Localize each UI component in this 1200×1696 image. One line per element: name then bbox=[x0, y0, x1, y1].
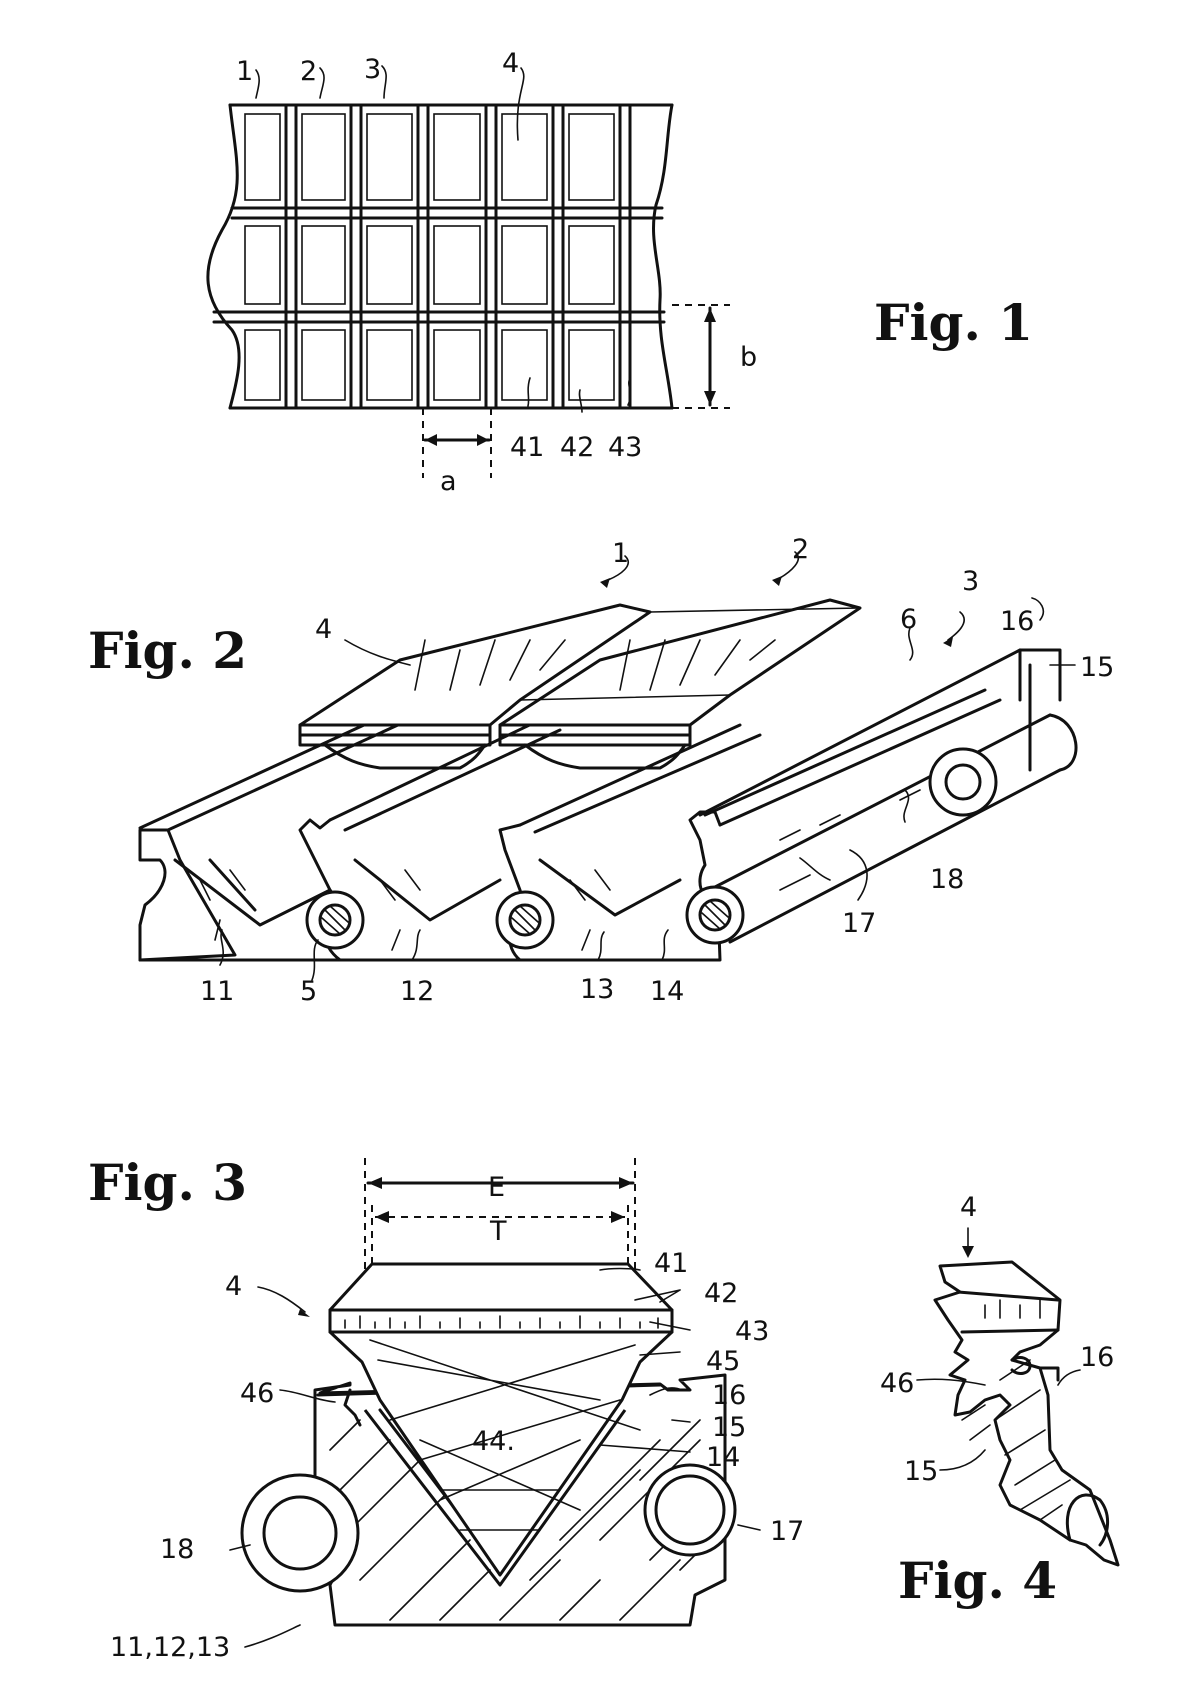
fig2-label-4: 4 bbox=[315, 614, 332, 645]
fig1-label-3: 3 bbox=[364, 54, 381, 85]
fig2-label-16: 16 bbox=[1000, 606, 1034, 637]
fig1-label-2: 2 bbox=[300, 56, 317, 87]
fig4-detail-section bbox=[916, 1227, 1120, 1567]
fig4-label-16: 16 bbox=[1080, 1342, 1114, 1373]
fig3-label-18: 18 bbox=[160, 1534, 194, 1565]
fig3-title: Fig. 3 bbox=[88, 1153, 247, 1212]
fig1-label-41: 41 bbox=[510, 432, 544, 463]
fig2-label-11: 11 bbox=[200, 976, 234, 1007]
fig3-label-46: 46 bbox=[240, 1378, 274, 1409]
fig2-label-18: 18 bbox=[930, 864, 964, 895]
fig1-label-42: 42 bbox=[560, 432, 594, 463]
fig1-label-b: b bbox=[740, 342, 757, 373]
fig3-label-45: 45 bbox=[706, 1346, 740, 1377]
fig3-label-E: E bbox=[488, 1172, 505, 1203]
fig3-label-15: 15 bbox=[712, 1412, 746, 1443]
fig2-label-17: 17 bbox=[842, 908, 876, 939]
fig3-label-T: T bbox=[489, 1216, 507, 1247]
fig3-label-4: 4 bbox=[225, 1271, 242, 1302]
fig2-label-12: 12 bbox=[400, 976, 434, 1007]
fig1-grid-drawing bbox=[206, 65, 730, 478]
fig2-label-15: 15 bbox=[1080, 652, 1114, 683]
fig2-label-2: 2 bbox=[792, 534, 809, 565]
fig3-label-16: 16 bbox=[712, 1380, 746, 1411]
fig4-label-46: 46 bbox=[880, 1368, 914, 1399]
fig3-label-17: 17 bbox=[770, 1516, 804, 1547]
fig2-label-13: 13 bbox=[580, 974, 614, 1005]
fig2-perspective-drawing bbox=[138, 551, 1078, 981]
fig4-label-4: 4 bbox=[960, 1192, 977, 1223]
fig3-label-14: 14 bbox=[706, 1442, 740, 1473]
fig1-label-a: a bbox=[440, 466, 457, 497]
fig2-title: Fig. 2 bbox=[88, 621, 247, 680]
fig3-label-41: 41 bbox=[654, 1248, 688, 1279]
fig2-label-5: 5 bbox=[300, 976, 317, 1007]
fig1-label-4: 4 bbox=[502, 48, 519, 79]
fig2-label-14: 14 bbox=[650, 976, 684, 1007]
fig3-cross-section bbox=[229, 1158, 761, 1648]
fig3-label-43: 43 bbox=[735, 1316, 769, 1347]
fig2-label-3: 3 bbox=[962, 566, 979, 597]
fig1-label-1: 1 bbox=[236, 56, 253, 87]
fig2-label-1: 1 bbox=[612, 538, 629, 569]
fig3-label-42: 42 bbox=[704, 1278, 738, 1309]
fig3-label-44: 44. bbox=[472, 1426, 515, 1457]
fig2-label-6: 6 bbox=[900, 604, 917, 635]
fig4-label-15: 15 bbox=[904, 1456, 938, 1487]
fig1-label-43: 43 bbox=[608, 432, 642, 463]
fig3-label-11-12-13: 11,12,13 bbox=[110, 1632, 230, 1663]
fig4-title: Fig. 4 bbox=[898, 1551, 1057, 1610]
fig1-title: Fig. 1 bbox=[874, 293, 1033, 352]
